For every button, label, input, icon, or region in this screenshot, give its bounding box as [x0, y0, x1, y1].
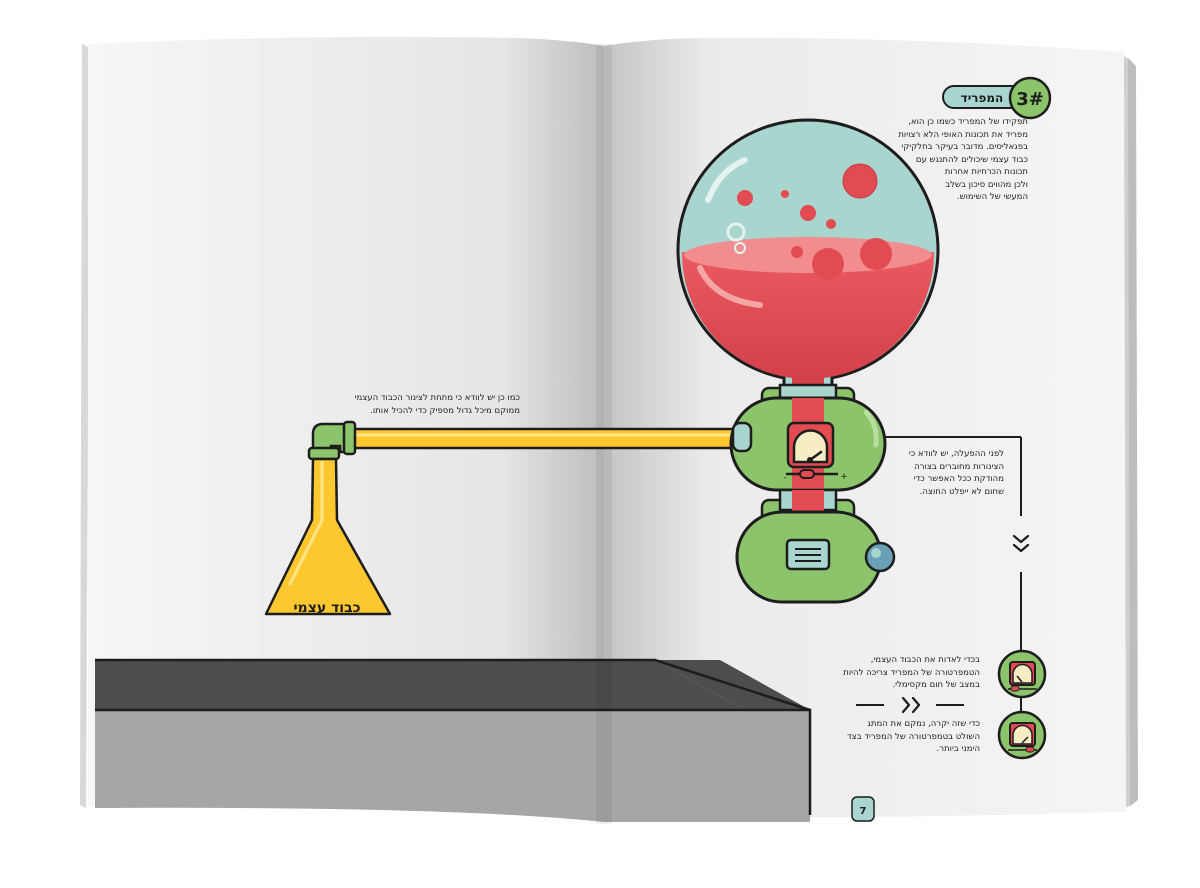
text-line: מהודקת ככל האפשר כדי	[913, 474, 1004, 484]
page-number: 7	[860, 806, 867, 817]
text-line: הטמפרטורה של המפריד צריכה להיות	[843, 667, 980, 678]
section-title: המפריד	[961, 91, 1004, 105]
text-line: תכונות הכרחיות אחרות	[944, 167, 1028, 177]
heat-note-paragraph: בכדי לאדות את הכבוד העצמי, הטמפרטורה של ה…	[830, 654, 980, 692]
table-side	[95, 710, 810, 805]
yellow-pipe	[316, 427, 747, 454]
text-line: במצב של חום מקסימלי.	[892, 680, 980, 690]
text-line: בכדי לאדות את הכבוד העצמי,	[870, 655, 980, 665]
operation-note-paragraph: לפני ההפעלה, יש לוודא כי הצינורות מחוברים…	[870, 448, 1004, 498]
self-respect-flask	[264, 457, 392, 616]
chevron-down-icon	[1012, 534, 1030, 553]
gauge-minus: -	[783, 473, 786, 483]
text-line: שחום לא ייפלט החוצה.	[919, 486, 1004, 497]
text-line: לפני ההפעלה, יש לוודא כי	[908, 449, 1004, 459]
text-line: מפריד את תכונות האופי הלא רצויות	[898, 129, 1028, 140]
chevron-right-icon	[901, 696, 921, 714]
text-line: הימני ביותר.	[936, 744, 980, 754]
text-line: כדי שזה יקרה, נמקם את המתג	[867, 719, 980, 729]
liquid	[681, 252, 935, 398]
text-line: בפגאליסים. מדובר בעיקר בחלקיקי	[901, 142, 1028, 152]
table-top	[95, 660, 745, 710]
section-header	[942, 76, 1052, 120]
cost-note-paragraph: כדי שזה יקרה, נמקם את המתג השולט בטמפרטור…	[830, 718, 980, 756]
page-number-tab	[851, 796, 875, 822]
pipe-elbow	[307, 420, 357, 461]
text-line: תפקידו של המפריד כשמו כן הוא,	[908, 117, 1028, 127]
gauge-badge-2	[997, 710, 1047, 760]
gauge-badge-1	[997, 649, 1047, 699]
text-line: כבוד עצמי שיכולים להתנגש עם	[915, 154, 1028, 165]
pipe-note-paragraph: כמו כן יש לוודא כי מתחת לצינור הכבוד העצ…	[350, 392, 520, 417]
machine-knob	[864, 541, 896, 573]
text-line: ולכן מהווים סיכון בשלב	[945, 179, 1028, 190]
text-line: המעשי של השימוש.	[956, 192, 1028, 202]
text-line: ממוקם מיכל גדול מספיק כדי להכיל אותו.	[370, 405, 520, 416]
gauge-plus: +	[840, 472, 848, 482]
flask-label: כבוד עצמי	[293, 600, 360, 616]
text-line: כמו כן יש לוודא כי מתחת לצינור הכבוד העצ…	[354, 393, 520, 403]
text-line: הצינורות מחוברים בצורה	[914, 461, 1004, 472]
separator-machine	[676, 118, 940, 604]
section-number: 3#	[1016, 89, 1044, 110]
text-line: השולט בטמפרטורה של המפריד בצד	[847, 731, 980, 742]
connector-line	[856, 436, 1022, 716]
page-edge-left	[80, 44, 90, 808]
intro-paragraph: תפקידו של המפריד כשמו כן הוא, מפריד את תכ…	[860, 116, 1028, 204]
